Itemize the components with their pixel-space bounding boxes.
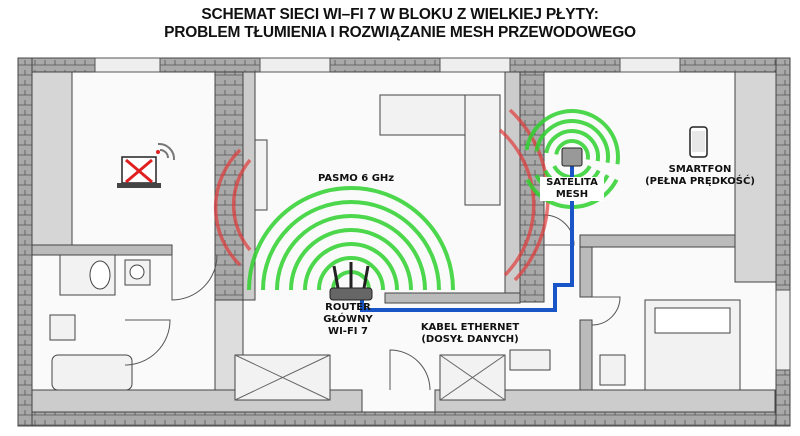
satellite-label-line: SATELITA — [546, 177, 598, 188]
smartphone-label: SMARTFON (PEŁNA PRĘDKOŚĆ) — [645, 164, 755, 188]
furniture — [49, 94, 741, 401]
satellite-label: SATELITA MESH — [540, 177, 604, 201]
signal-wave-arc — [261, 200, 441, 291]
satellite-label-line: MESH — [555, 189, 589, 200]
band-label: PASMO 6 GHz — [318, 173, 395, 184]
signal-wave-arc — [303, 242, 399, 291]
signal-wave-arc — [317, 256, 385, 291]
router-label-line: ROUTER — [325, 302, 371, 313]
mesh-satellite-icon — [561, 147, 583, 167]
signal-wave-arc — [275, 214, 427, 291]
router-icon — [329, 262, 373, 301]
windows — [94, 57, 791, 371]
ethernet-cable — [360, 165, 574, 312]
laptop-no-signal-icon — [117, 142, 176, 188]
router-label: ROUTER GŁÓWNY WI-FI 7 — [318, 302, 378, 338]
doors — [124, 214, 621, 391]
smartphone-label-line: (PEŁNA PRĘDKOŚĆ) — [645, 176, 755, 187]
signal-wave-arc — [524, 109, 620, 165]
diagram-title-line2: PROBLEM TŁUMIENIA I ROZWIĄZANIE MESH PRZ… — [164, 24, 636, 41]
signal-wave-arc — [544, 129, 600, 162]
signal-wave-arc — [289, 228, 413, 291]
smartphone-icon — [689, 126, 708, 158]
router-label-line: WI-FI 7 — [328, 326, 368, 337]
router-signal-waves — [247, 186, 455, 291]
cable-label: KABEL ETHERNET (DOSYŁ DANYCH) — [410, 322, 530, 346]
signal-wave-arc — [534, 119, 610, 163]
signal-wave-arc — [554, 139, 590, 160]
cable-label-line: (DOSYŁ DANYCH) — [421, 334, 519, 345]
signal-wave-arc — [247, 186, 455, 291]
cable-label-line: KABEL ETHERNET — [420, 322, 520, 333]
diagram-title-line1: SCHEMAT SIECI WI–FI 7 W BLOKU Z WIELKIEJ… — [201, 6, 599, 23]
router-label-line: GŁÓWNY — [323, 314, 373, 325]
interior-walls — [31, 71, 777, 413]
smartphone-label-line: SMARTFON — [668, 164, 732, 175]
